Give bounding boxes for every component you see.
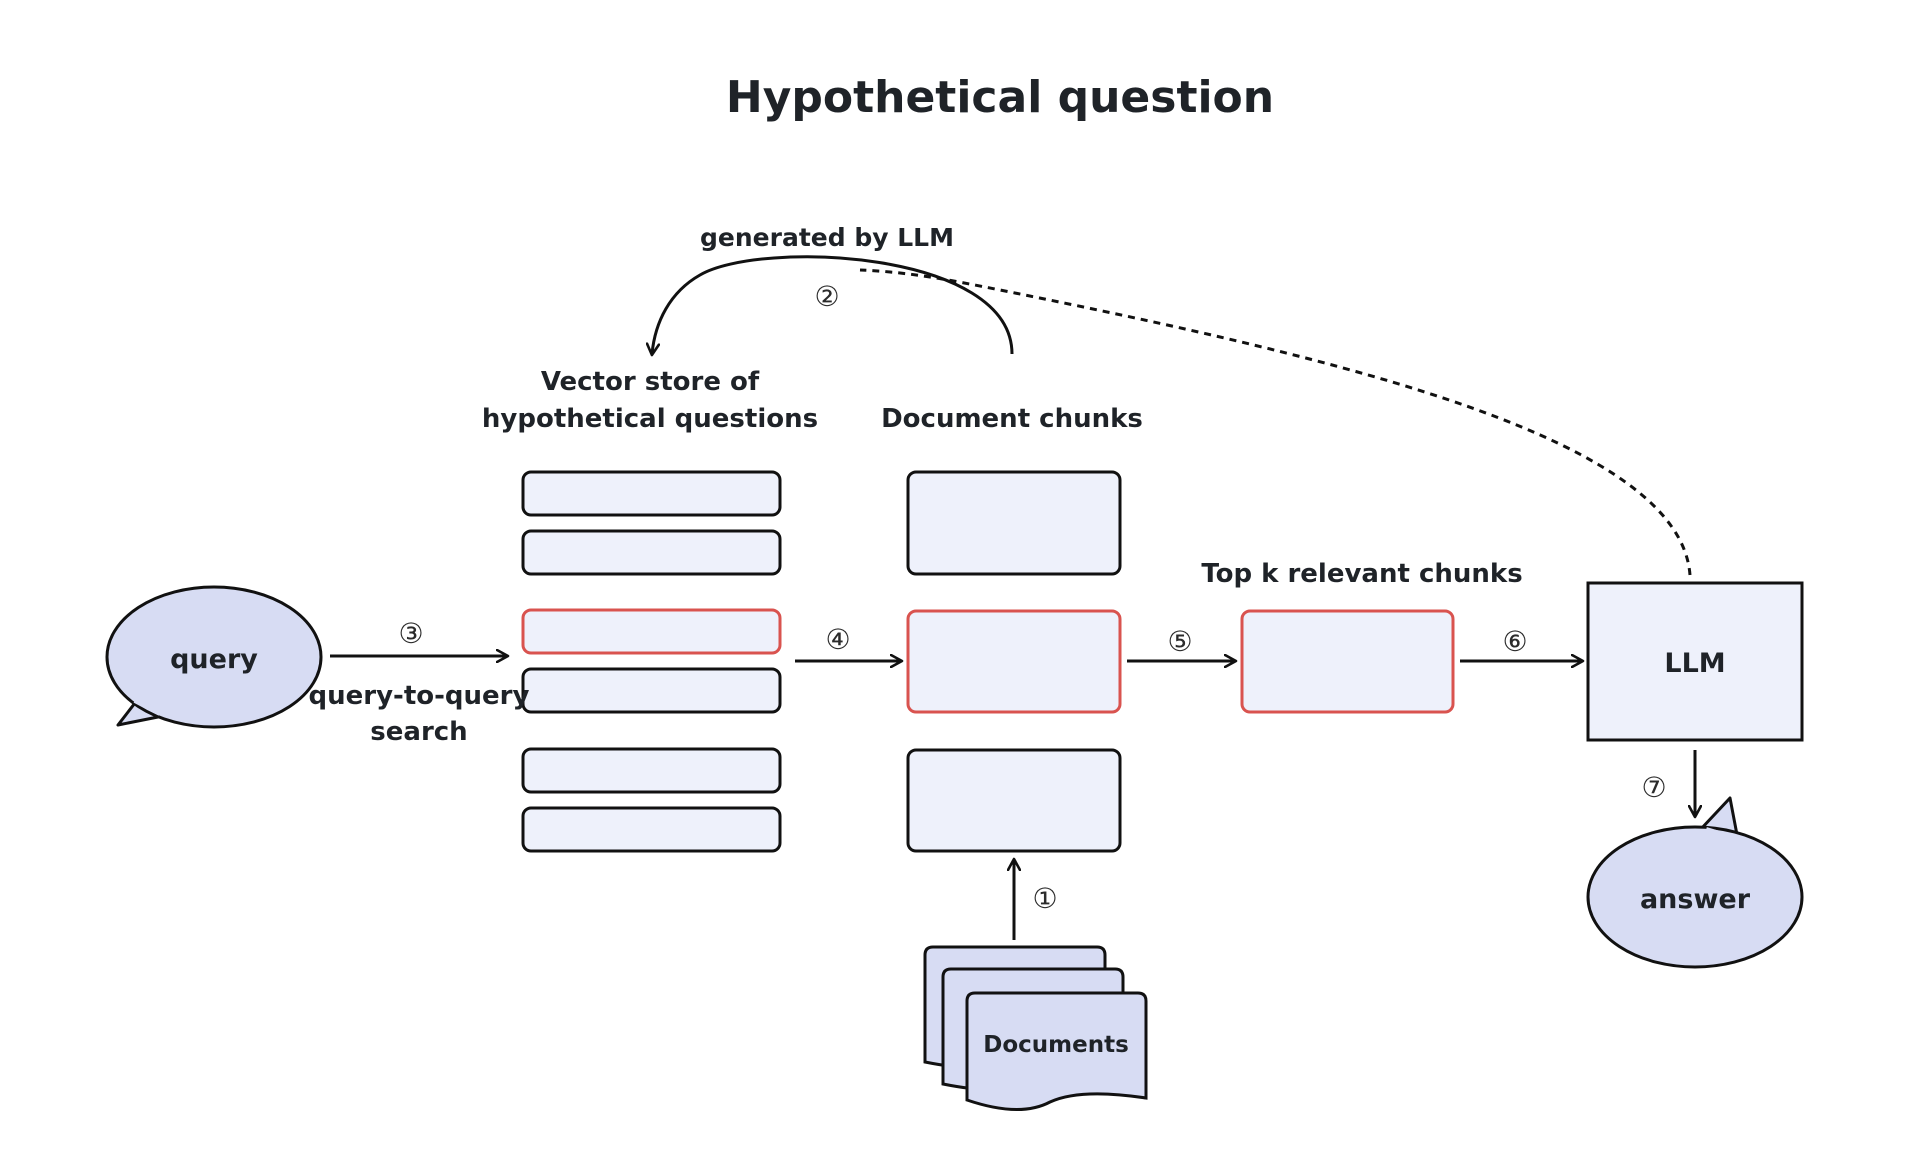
vector-row	[521, 806, 782, 853]
answer-label: answer	[1640, 884, 1751, 915]
step-4-marker: ④	[825, 623, 850, 656]
step-1-marker: ①	[1032, 882, 1057, 915]
documents-label: Documents	[983, 1032, 1129, 1058]
generation-arrow	[652, 255, 1014, 354]
top-k-chunk	[1240, 609, 1455, 714]
step-7-marker: ⑦	[1641, 771, 1666, 804]
document-chunk	[906, 470, 1122, 576]
search-label-line1: query-to-query	[309, 681, 530, 711]
step-6-marker: ⑥	[1502, 625, 1527, 658]
vector-row	[521, 667, 782, 714]
vector-store-label-line2: hypothetical questions	[482, 404, 818, 434]
query-label: query	[170, 644, 258, 675]
vector-row-match	[521, 608, 782, 655]
llm-box	[1586, 581, 1804, 742]
answer-bubble: answer	[1586, 796, 1804, 969]
vector-row	[521, 747, 782, 794]
document-chunk	[906, 748, 1122, 853]
document-chunks-label: Document chunks	[881, 404, 1143, 434]
llm-label: LLM	[1664, 648, 1725, 679]
query-bubble: query	[105, 585, 323, 729]
step-3-marker: ③	[398, 617, 423, 650]
vector-store-label-line1: Vector store of	[541, 367, 760, 397]
step-2-marker: ②	[814, 280, 839, 313]
top-k-label: Top k relevant chunks	[1201, 559, 1522, 589]
document-chunks	[906, 470, 1122, 853]
diagram-title: Hypothetical question	[726, 72, 1274, 123]
generated-by-llm-label: generated by LLM	[700, 223, 954, 252]
vector-row	[521, 470, 782, 517]
documents-stack: Documents	[923, 945, 1148, 1111]
document-chunk-match	[906, 609, 1122, 714]
vector-store	[521, 470, 782, 853]
step-5-marker: ⑤	[1167, 625, 1192, 658]
vector-row	[521, 529, 782, 576]
search-label-line2: search	[370, 717, 467, 747]
